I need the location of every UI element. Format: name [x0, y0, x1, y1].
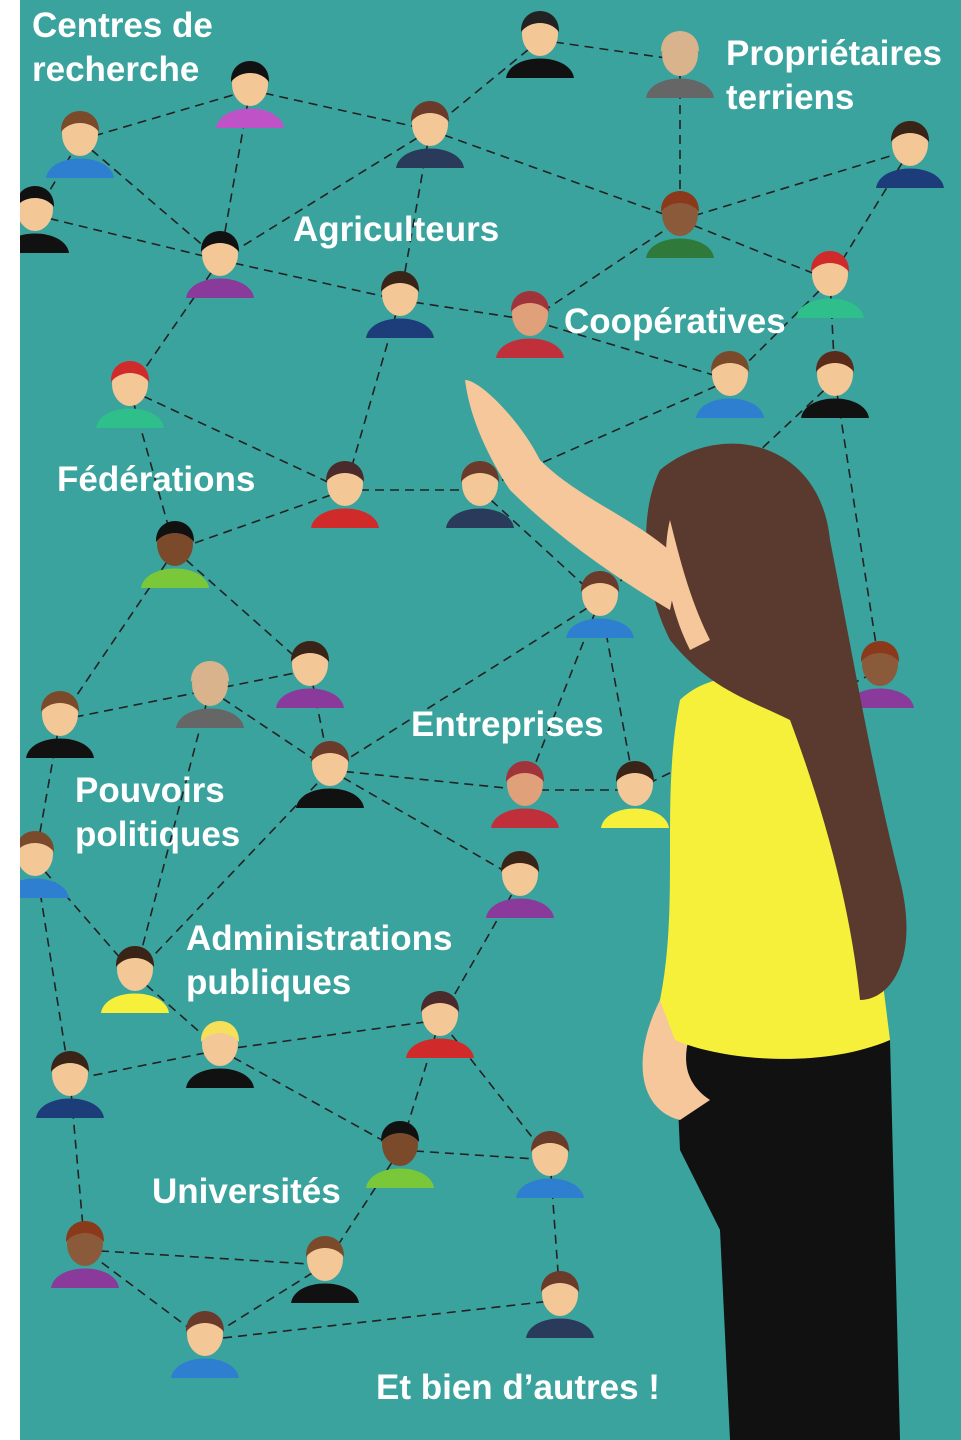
label-entreprises: Entreprises [411, 705, 604, 744]
person-avatar [216, 61, 284, 128]
network-link [204, 1264, 326, 1341]
person-avatar [36, 1051, 104, 1118]
label-proprietaires-terriens: Propriétaires terriens [726, 34, 942, 117]
person-avatar [516, 1131, 584, 1198]
person-avatar [491, 761, 559, 828]
label-agriculteurs: Agriculteurs [293, 210, 500, 249]
person-avatar [20, 186, 69, 253]
person-avatar [366, 1121, 434, 1188]
person-avatar [171, 1311, 239, 1378]
person-avatar [291, 1236, 359, 1303]
label-pouvoirs-politiques: Pouvoirs politiques [75, 771, 241, 854]
person-avatar [311, 461, 379, 528]
person-avatar [846, 641, 914, 708]
network-link [309, 669, 331, 771]
person-avatar [876, 121, 944, 188]
network-link [329, 769, 521, 881]
network-link [479, 489, 601, 601]
person-avatar [526, 1271, 594, 1338]
woman-trousers [675, 1040, 900, 1440]
woman-raised-arm [465, 380, 680, 610]
network-link [69, 1049, 221, 1081]
person-avatar [646, 31, 714, 98]
stakeholder-network-graphic [20, 0, 961, 1440]
network-link [529, 319, 731, 381]
person-avatar [506, 11, 574, 78]
person-avatar [696, 351, 764, 418]
network-link [134, 769, 331, 976]
person-avatar [396, 101, 464, 168]
person-avatar [276, 641, 344, 708]
network-link [529, 219, 681, 321]
person-avatar [141, 521, 209, 588]
network-link [59, 689, 211, 721]
network-link [219, 1019, 441, 1051]
network-link [219, 1049, 401, 1151]
network-link [834, 379, 881, 671]
network-link [539, 39, 681, 61]
network-link [599, 379, 836, 601]
person-avatar [296, 741, 364, 808]
person-avatar [26, 691, 94, 758]
person-avatar [566, 571, 634, 638]
label-et-bien-dautres: Et bien d’autres ! [376, 1368, 660, 1407]
network-link [34, 214, 221, 261]
network-link [129, 389, 346, 491]
network-link [84, 1249, 326, 1266]
person-avatar [176, 661, 244, 728]
person-avatar [446, 461, 514, 528]
network-link [174, 549, 311, 671]
person-avatar [406, 991, 474, 1058]
person-avatar [186, 1021, 254, 1088]
network-link [129, 259, 221, 391]
network-link [729, 279, 831, 381]
person-avatar [186, 231, 254, 298]
network-link [399, 1149, 551, 1161]
network-link [84, 1249, 206, 1341]
network-link [679, 149, 911, 221]
person-avatar [796, 251, 864, 318]
label-universites: Universités [152, 1172, 341, 1211]
network-link [429, 39, 541, 131]
label-cooperatives: Coopératives [564, 302, 786, 341]
label-centres-de-recherche: Centres de recherche [32, 6, 213, 89]
label-administrations-publiques: Administrations publiques [186, 919, 453, 1002]
woman-face [666, 520, 710, 650]
network-link [219, 129, 431, 261]
person-avatar [101, 946, 169, 1013]
network-link [679, 219, 831, 281]
network-link [324, 1149, 401, 1266]
network-link [134, 689, 211, 976]
person-avatar [46, 111, 114, 178]
network-link [329, 599, 601, 771]
people-avatars [20, 11, 944, 1378]
network-link [209, 689, 331, 771]
network-link [249, 89, 431, 131]
network-illustration: Centres de recherche Propriétaires terri… [20, 0, 961, 1440]
network-link [174, 489, 346, 551]
network-link [439, 879, 521, 1021]
person-avatar [801, 351, 869, 418]
network-link [399, 299, 531, 321]
network-link [329, 769, 526, 791]
network-link [599, 599, 636, 791]
network-link [79, 139, 221, 261]
person-avatar [496, 291, 564, 358]
network-link [219, 259, 401, 301]
person-avatar [601, 761, 669, 828]
person-avatar [20, 831, 69, 898]
person-avatar [486, 851, 554, 918]
person-avatar [51, 1221, 119, 1288]
person-avatar [96, 361, 164, 428]
person-avatar [366, 271, 434, 338]
label-federations: Fédérations [57, 460, 256, 499]
person-avatar [646, 191, 714, 258]
woman-pointing-figure [465, 380, 907, 1440]
woman-hair [646, 443, 907, 1001]
woman-hand-hip [642, 1000, 710, 1120]
